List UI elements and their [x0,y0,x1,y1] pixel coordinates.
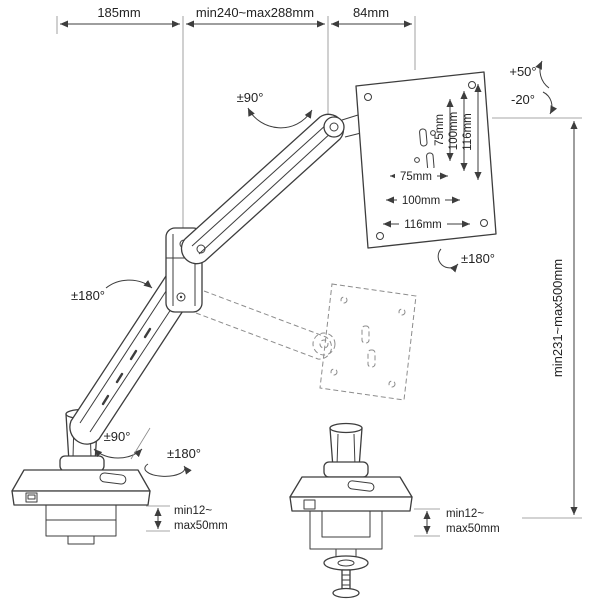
elbow-rotation-arrow [105,279,153,289]
vesa-rotation-arrow [437,248,459,273]
clamp-left-bracket [146,505,170,532]
tilt-up-arrow [535,60,550,89]
tilt-down-arrow [542,91,558,115]
vesa-v-100-label: 100mm [448,112,460,150]
clamp-right-bracket [414,508,440,537]
arm-swivel-label: ±90° [237,90,264,105]
clamp-left-line2: max50mm [174,520,228,532]
vesa-v-75-label: 75mm [434,114,446,146]
upper-arm [180,113,345,265]
base-swivel-axis-line [130,427,151,460]
head-joint [323,114,362,138]
clamp-right-line2: max50mm [446,523,500,535]
vesa-h-116-label: 116mm [404,219,442,231]
clamp-left-line1: min12~ [174,505,212,517]
tilt-down-label: -20° [511,92,535,107]
top-dimension-lines [56,16,416,232]
dim-185mm-label: 185mm [97,5,140,20]
clamp-right-line1: min12~ [446,508,484,520]
vesa-h-75-label: 75mm [400,171,432,183]
vesa-v-116-label: 116mm [462,113,474,151]
height-range-label: min231~max500mm [550,259,565,377]
tilt-up-label: +50° [509,64,536,79]
vesa-h-100-label: 100mm [402,195,440,207]
height-dimension [492,117,582,519]
base-rotation-label: ±180° [167,446,201,461]
vesa-vertical-dimensions [446,84,482,180]
elbow-rotation-label: ±180° [71,288,105,303]
vesa-rotation-label: ±180° [461,251,495,266]
base-swivel-label: ±90° [104,429,131,444]
ghost-lowered-position [195,283,417,401]
arm-swivel-arrow [247,107,313,129]
base-swivel-arrow [93,448,143,459]
clamp-detail-right [289,422,413,599]
dim-240-288mm-label: min240~max288mm [196,5,314,20]
dim-84mm-label: 84mm [353,5,389,20]
vesa-horizontal-dimensions [383,168,470,231]
base-rotation-arrow [144,463,192,477]
